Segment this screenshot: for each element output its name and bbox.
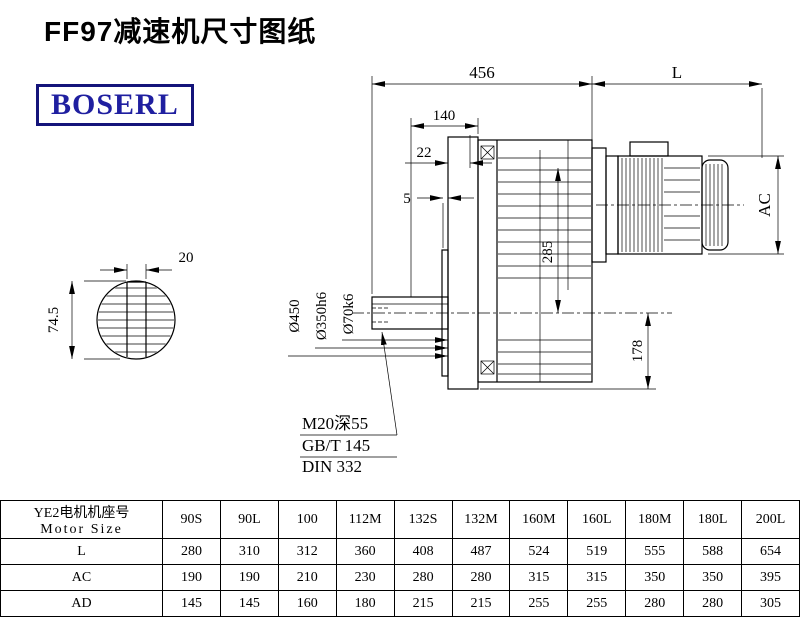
dim-140-label: 140 [433, 108, 456, 124]
dim-285-label: 285 [540, 241, 556, 264]
logo-text: BOSERL [51, 88, 179, 121]
motor-size-header: YE2电机机座号 Motor Size [0, 500, 163, 539]
cell: 215 [393, 590, 453, 617]
cell: 280 [393, 564, 453, 591]
col-header: 200L [741, 500, 800, 539]
header-en: Motor Size [40, 521, 123, 537]
cell: 519 [567, 538, 627, 565]
col-header: 90S [162, 500, 221, 539]
col-header: 132M [451, 500, 511, 539]
page-title: FF97减速机尺寸图纸 [44, 16, 317, 47]
dim-5-label: 5 [403, 191, 411, 207]
col-header: 180M [625, 500, 685, 539]
cell: 280 [162, 538, 221, 565]
mounting-flange [441, 136, 479, 390]
cell: 305 [741, 590, 800, 617]
cell: 280 [625, 590, 685, 617]
dim-key-width-label: 20 [179, 250, 194, 266]
dim-key-height-label: 74.5 [46, 307, 62, 333]
cell: 310 [219, 538, 279, 565]
bolt-symbol-top [480, 145, 495, 160]
cell: 280 [451, 564, 511, 591]
cell: 654 [741, 538, 800, 565]
dim-AC-label: AC [755, 193, 774, 217]
col-header: 132S [393, 500, 453, 539]
cell: 555 [625, 538, 685, 565]
note-gb-standard: GB/T 145 [302, 436, 370, 455]
col-header: 160L [567, 500, 627, 539]
dim-spigot-label: Ø350h6 [314, 291, 330, 340]
cell: 315 [509, 564, 569, 591]
dim-22-label: 22 [417, 145, 432, 161]
col-header: 112M [335, 500, 395, 539]
dim-shaft-label: Ø70k6 [341, 293, 357, 334]
col-header: 180L [683, 500, 743, 539]
cell: 315 [567, 564, 627, 591]
cell: 350 [683, 564, 743, 591]
dimensions: 456 L 140 22 5 AC [287, 63, 784, 476]
cell: 408 [393, 538, 453, 565]
shaft-end-view: 20 74.5 [46, 250, 194, 360]
cell: 487 [451, 538, 511, 565]
boserl-logo: BOSERL [36, 84, 194, 126]
motor-dimension-table: YE2电机机座号 Motor Size 90S 90L 100 112M 132… [0, 500, 800, 617]
cell: 360 [335, 538, 395, 565]
cell: 145 [219, 590, 279, 617]
bolt-symbol-bottom [480, 360, 495, 375]
cell: 588 [683, 538, 743, 565]
main-view: 456 L 140 22 5 AC [287, 63, 784, 476]
cell: 350 [625, 564, 685, 591]
col-header: 90L [219, 500, 279, 539]
dim-flange-od-label: Ø450 [287, 299, 303, 332]
row-label-AD: AD [0, 590, 163, 617]
row-label-L: L [0, 538, 163, 565]
cell: 145 [162, 590, 221, 617]
fan-cover [701, 159, 729, 251]
cell: 210 [277, 564, 337, 591]
cell: 255 [509, 590, 569, 617]
cell: 215 [451, 590, 511, 617]
dim-178-label: 178 [630, 340, 646, 363]
dim-L-label: L [672, 63, 682, 82]
note-din-standard: DIN 332 [302, 457, 362, 476]
cell: 255 [567, 590, 627, 617]
cell: 312 [277, 538, 337, 565]
row-label-AC: AC [0, 564, 163, 591]
gearbox-dimension-drawing: 20 74.5 [46, 63, 784, 476]
cell: 230 [335, 564, 395, 591]
col-header: 160M [509, 500, 569, 539]
gear-housing [477, 139, 593, 383]
motor [591, 141, 729, 263]
cell: 190 [219, 564, 279, 591]
header-cn: YE2电机机座号 [33, 505, 130, 521]
cell: 180 [335, 590, 395, 617]
cell: 160 [277, 590, 337, 617]
cell: 395 [741, 564, 800, 591]
cell: 190 [162, 564, 221, 591]
cell: 280 [683, 590, 743, 617]
note-tapped-hole: M20深55 [302, 414, 368, 433]
col-header: 100 [277, 500, 337, 539]
cell: 524 [509, 538, 569, 565]
dim-456-label: 456 [469, 63, 495, 82]
